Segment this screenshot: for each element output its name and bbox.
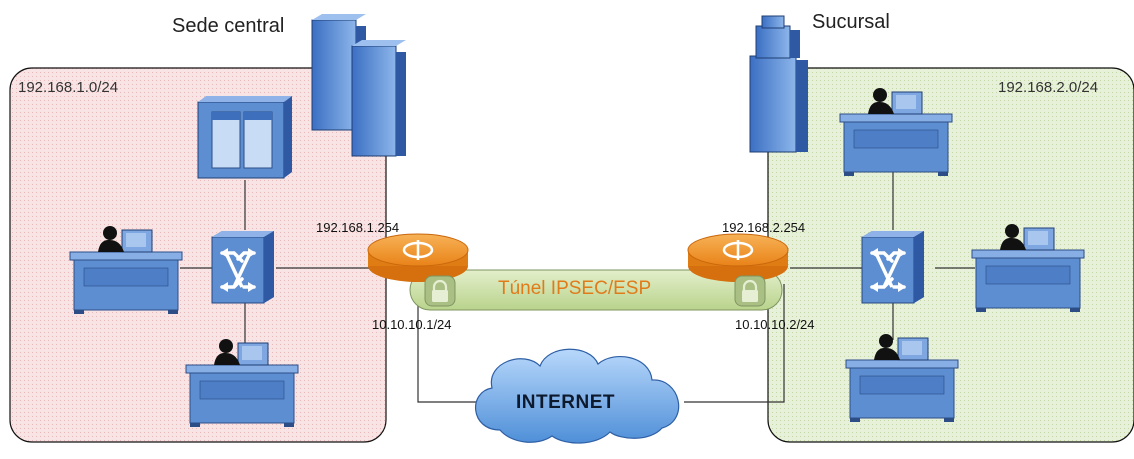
hq-subnet-label: 192.168.1.0/24 xyxy=(18,79,119,96)
branch-router-wan-ip: 10.10.10.2/24 xyxy=(735,317,815,332)
branch-router-icon xyxy=(686,232,790,284)
hq-router-icon xyxy=(366,232,470,284)
network-links xyxy=(180,164,975,403)
hq-lock-icon xyxy=(423,274,457,308)
hq-title: Sede central xyxy=(172,15,285,37)
ipsec-tunnel xyxy=(409,269,783,311)
branch-building-icon xyxy=(749,15,808,153)
internet-label: INTERNET xyxy=(516,392,615,413)
hq-router-lan-ip: 192.168.1.254 xyxy=(316,220,400,235)
hq-switch-icon xyxy=(210,229,276,305)
tunnel-label: Túnel IPSEC/ESP xyxy=(498,278,652,299)
branch-subnet-label: 192.168.2.0/24 xyxy=(998,79,1099,96)
internet-cloud-icon xyxy=(475,348,680,444)
branch-title: Sucursal xyxy=(812,11,890,33)
branch-switch-icon xyxy=(860,229,926,305)
hq-router-wan-ip: 10.10.10.1/24 xyxy=(372,317,452,332)
server-icon xyxy=(197,96,292,179)
branch-router-lan-ip: 192.168.2.254 xyxy=(722,220,806,235)
hq-building-icon-2 xyxy=(351,39,407,157)
branch-lock-icon xyxy=(733,274,767,308)
